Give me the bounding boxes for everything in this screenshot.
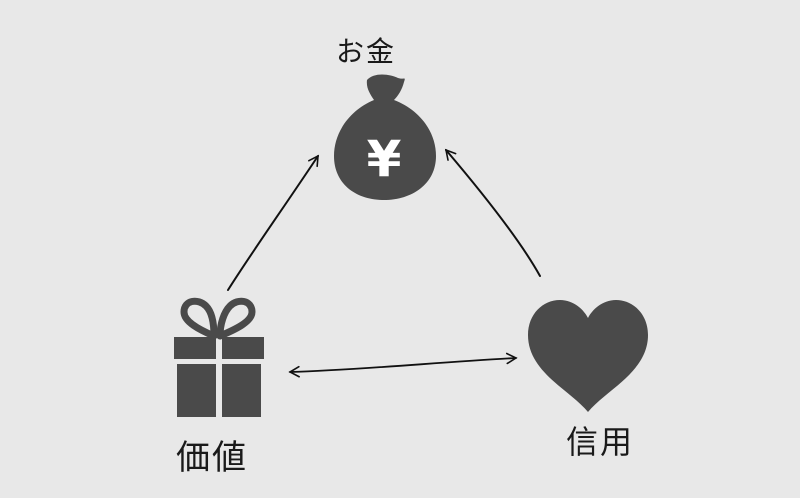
- money-bag-icon: ¥: [334, 74, 436, 200]
- arrow-value-to-money: [227, 154, 319, 291]
- trust-label: 信用: [566, 423, 635, 461]
- yen-symbol-icon: ¥: [367, 130, 402, 188]
- gift-box-icon: [174, 297, 264, 417]
- value-label: 価値: [176, 438, 248, 478]
- arrow-value-trust-bidirectional: [288, 352, 518, 378]
- money-label: お金: [336, 35, 397, 68]
- arrow-trust-to-money: [444, 148, 541, 277]
- heart-icon: [528, 300, 648, 412]
